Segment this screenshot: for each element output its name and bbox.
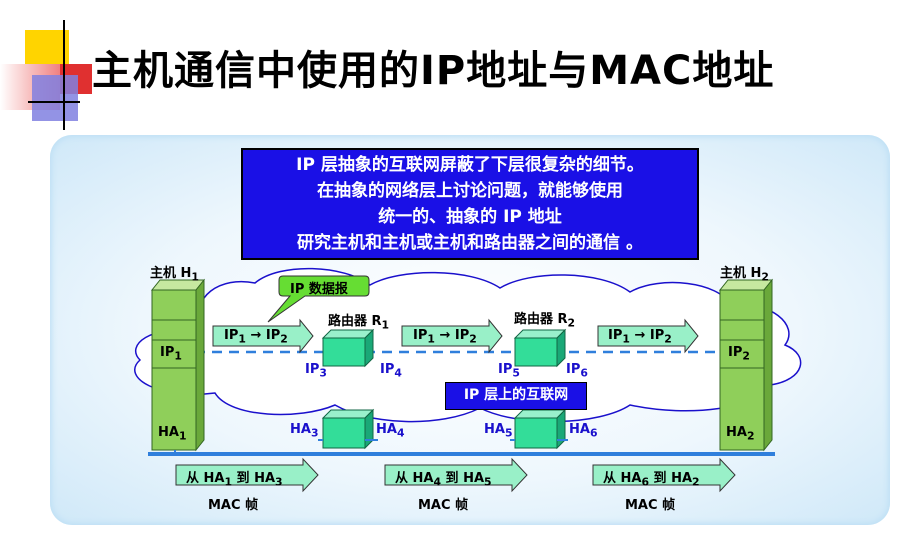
mac-arrow-2-label: 从 HA4 到 HA5: [395, 471, 492, 489]
ip-datagram-callout: [267, 275, 370, 323]
mac-arrow-1: [175, 457, 319, 493]
ip-arrow-1-label: IP1 → IP2: [224, 328, 288, 346]
ip-arrow-2-label: IP1 → IP2: [413, 328, 477, 346]
mac-arrow-3: [592, 457, 736, 493]
router-r1-ip-left: IP3: [305, 362, 327, 380]
router-r2-label: 路由器 R2: [514, 312, 576, 330]
host-h1-ip: IP1: [160, 345, 182, 363]
mac-arrow-1-label: 从 HA1 到 HA3: [186, 471, 283, 489]
page-title: 主机通信中使用的IP地址与MAC地址: [92, 48, 775, 94]
mac-arrow-shapes: [175, 457, 736, 493]
info-line: IP 层抽象的互联网屏蔽了下层很复杂的细节。: [296, 155, 644, 175]
host-h2-ip: IP2: [728, 345, 750, 363]
host-h2-ha: HA2: [726, 425, 755, 443]
corner-line-horizontal: [28, 101, 80, 103]
ip-arrow-3: [597, 318, 699, 354]
router-r2-ha-right: HA6: [569, 422, 598, 440]
mac-frame-caption-3: MAC 帧: [625, 498, 676, 513]
mac-arrow-2: [384, 457, 528, 493]
host-h2-tower: [718, 278, 774, 452]
host-h1-label: 主机 H1: [150, 266, 199, 284]
router-r2: [513, 328, 567, 450]
host-h1-tower: [150, 278, 206, 452]
router-r1-ha-right: HA4: [376, 422, 405, 440]
corner-line-vertical: [63, 20, 65, 130]
info-line: 在抽象的网络层上讨论问题，就能够使用: [317, 181, 623, 201]
router-r1-ip-right: IP4: [380, 362, 402, 380]
cloud-badge: IP 层上的互联网: [445, 382, 587, 410]
ip-arrow-3-label: IP1 → IP2: [608, 328, 672, 346]
router-r1-ha-left: HA3: [290, 422, 319, 440]
router-r2-ip-right: IP6: [566, 362, 588, 380]
ip-datagram-label: IP 数据报: [290, 282, 348, 297]
ip-arrow-shapes: [212, 318, 699, 354]
router-r1-label: 路由器 R1: [328, 314, 390, 332]
router-r2-ha-left: HA5: [484, 422, 513, 440]
ip-arrow-1: [212, 318, 314, 354]
info-line: 统一的、抽象的 IP 地址: [378, 207, 562, 227]
router-r2-ip-left: IP5: [498, 362, 520, 380]
corner-decoration: [32, 75, 78, 121]
info-line: 研究主机和主机或主机和路由器之间的通信 。: [297, 233, 643, 253]
mac-frame-caption-2: MAC 帧: [418, 498, 469, 513]
mac-arrow-3-label: 从 HA6 到 HA2: [603, 471, 700, 489]
host-h1-ha: HA1: [158, 425, 187, 443]
mac-frame-caption-1: MAC 帧: [208, 498, 259, 513]
router-r1: [321, 328, 375, 450]
network-connectors: [174, 439, 568, 454]
host-h2-label: 主机 H2: [720, 266, 769, 284]
ip-arrow-2: [401, 318, 503, 354]
info-box: IP 层抽象的互联网屏蔽了下层很复杂的细节。 在抽象的网络层上讨论问题，就能够使…: [241, 148, 699, 260]
